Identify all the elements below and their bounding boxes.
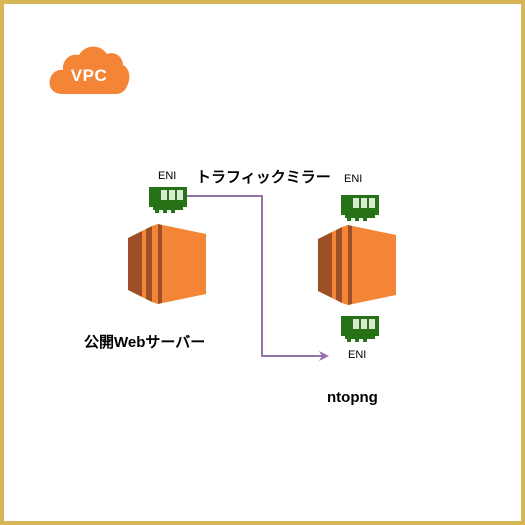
- eni-target-top-label: ENI: [344, 173, 363, 185]
- ntopng-label: ntopng: [327, 389, 378, 406]
- eni-target-label: ENI: [348, 349, 367, 361]
- vpc-label: VPC: [70, 66, 108, 85]
- network-interface-icon: [149, 187, 187, 213]
- vpc-badge: VPC: [48, 42, 130, 96]
- traffic-mirror-label: トラフィックミラー: [196, 169, 331, 186]
- network-interface-icon: [341, 316, 379, 342]
- web-server-label: 公開Webサーバー: [84, 334, 206, 351]
- traffic-mirror-connector: [169, 195, 329, 361]
- ec2-instance-icon: [128, 224, 206, 304]
- network-interface-icon: [341, 195, 379, 221]
- eni-source-label: ENI: [158, 170, 177, 182]
- traffic-mirror-arrow: [169, 195, 329, 361]
- ec2-instance-icon: [318, 225, 396, 305]
- vpc-cloud-shape: [49, 46, 130, 94]
- cloud-icon: [49, 46, 130, 94]
